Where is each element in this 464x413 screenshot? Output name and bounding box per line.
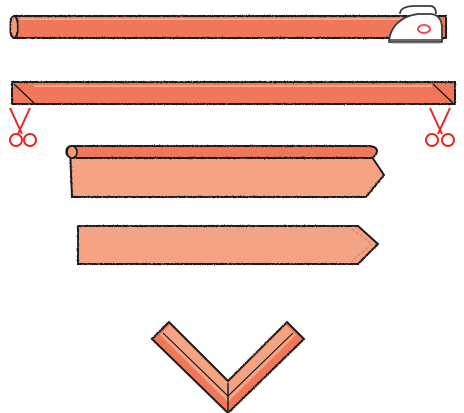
scissors-icon [425, 107, 455, 147]
strip-mitered-v [150, 320, 306, 413]
strip-folded-pointed-end [65, 145, 386, 198]
scissors-icon [9, 107, 37, 147]
strip-ends-cut-diagonally [11, 81, 456, 105]
iron-icon [388, 5, 443, 44]
strip-stitched-pointed-end [77, 225, 380, 265]
strip-rolled-ironed [9, 15, 447, 39]
